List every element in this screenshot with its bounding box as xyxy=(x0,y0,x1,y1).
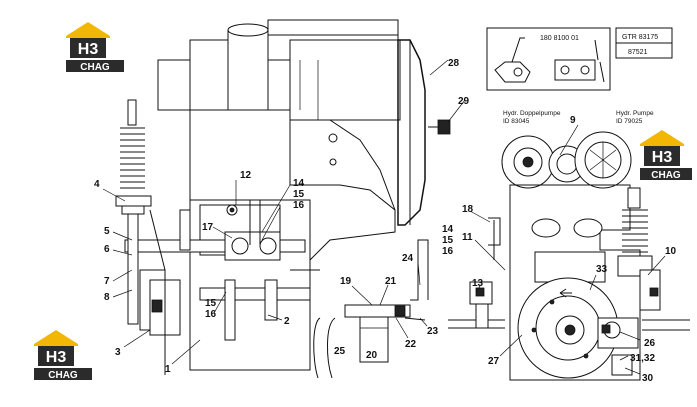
double-pump-title: Hydr. Doppelpumpe xyxy=(503,110,561,117)
leader-lines xyxy=(102,59,666,375)
inset-part-number: 180 8100 01 xyxy=(540,35,579,42)
callout-21: 21 xyxy=(385,276,397,287)
callout-14-top: 14 xyxy=(293,178,305,189)
callout-labels: 1 2 3 4 5 6 7 8 9 10 11 12 13 14 15 16 1… xyxy=(94,58,677,384)
pump-title: Hydr. Pumpe xyxy=(616,110,654,117)
callout-9: 9 xyxy=(570,115,576,126)
callout-14-right: 14 xyxy=(442,224,454,235)
callout-22: 22 xyxy=(405,339,417,350)
logo-bottom-text: CHAG xyxy=(48,370,78,381)
callout-31-32: 31,32 xyxy=(630,353,655,364)
logo-top-text: H3 xyxy=(78,41,99,58)
brand-logo-top-left: H3 CHAG xyxy=(66,22,124,73)
callout-7: 7 xyxy=(104,276,110,287)
callout-2: 2 xyxy=(284,316,290,327)
callout-30: 30 xyxy=(642,373,654,384)
callout-29: 29 xyxy=(458,96,470,107)
callout-16-right: 16 xyxy=(442,246,454,257)
inset-detail: 180 8100 01 GTR 83175 87521 xyxy=(486,27,673,91)
callout-3: 3 xyxy=(115,347,121,358)
callout-1: 1 xyxy=(165,364,171,375)
brand-logo-right: H3 CHAG xyxy=(640,130,692,181)
ref-box-bottom: 87521 xyxy=(628,49,648,56)
callout-16-top: 16 xyxy=(293,200,305,211)
callout-15-right: 15 xyxy=(442,235,454,246)
logo-bottom-text: CHAG xyxy=(651,170,681,181)
callout-4: 4 xyxy=(94,179,100,190)
callout-18: 18 xyxy=(462,204,474,215)
callout-8: 8 xyxy=(104,292,110,303)
callout-28: 28 xyxy=(448,58,460,69)
logo-top-text: H3 xyxy=(46,349,67,366)
ref-box-top: GTR 83175 xyxy=(622,34,658,41)
right-pump-assembly: Hydr. Doppelpumpe ID 83045 Hydr. Pumpe I… xyxy=(448,110,690,381)
logo-top-text: H3 xyxy=(652,149,673,166)
brand-logo-bottom-left: H3 CHAG xyxy=(34,330,92,381)
callout-17: 17 xyxy=(202,222,214,233)
callout-33: 33 xyxy=(596,264,608,275)
callout-20: 20 xyxy=(366,350,378,361)
callout-15-top: 15 xyxy=(293,189,305,200)
callout-6: 6 xyxy=(104,244,110,255)
logo-bottom-text: CHAG xyxy=(80,62,110,73)
pump-id: ID 79025 xyxy=(616,118,643,125)
callout-13: 13 xyxy=(472,278,484,289)
callout-10: 10 xyxy=(665,246,677,257)
double-pump-id: ID 83045 xyxy=(503,118,530,125)
callout-19: 19 xyxy=(340,276,352,287)
callout-24: 24 xyxy=(402,253,414,264)
main-engine-assembly xyxy=(115,19,451,375)
callout-12: 12 xyxy=(240,170,252,181)
callout-23: 23 xyxy=(427,326,439,337)
callout-16-bottom: 16 xyxy=(205,309,217,320)
oil-filter-assembly xyxy=(313,239,429,379)
callout-11: 11 xyxy=(462,232,473,243)
callout-15-bottom: 15 xyxy=(205,298,217,309)
callout-25: 25 xyxy=(334,346,346,357)
callout-27: 27 xyxy=(488,356,500,367)
callout-5: 5 xyxy=(104,226,110,237)
callout-26: 26 xyxy=(644,338,656,349)
